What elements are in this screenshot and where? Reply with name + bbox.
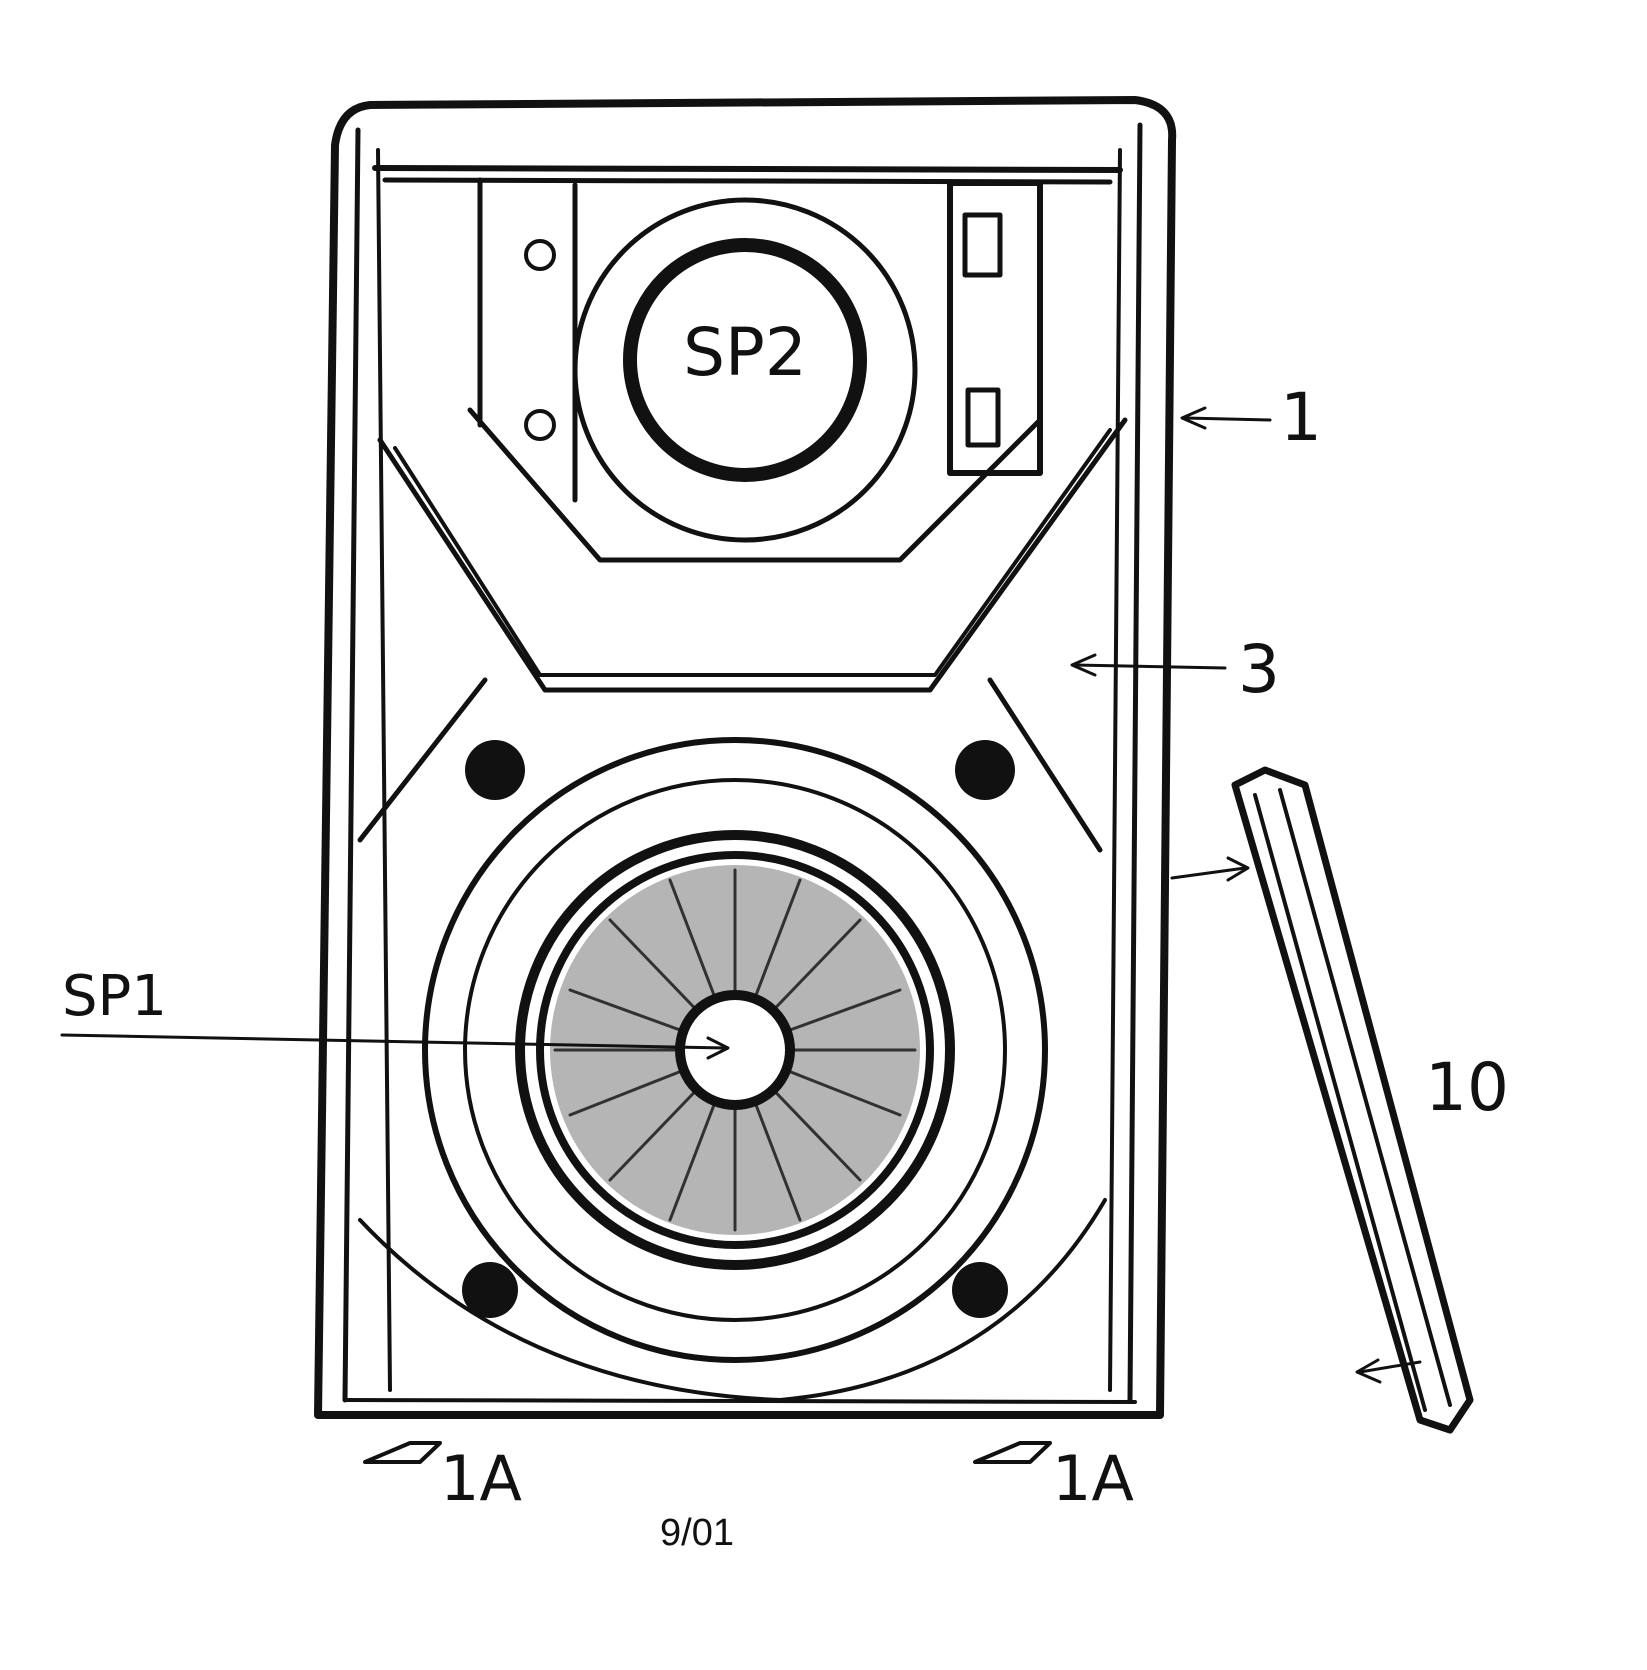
sp1-label: SP1 — [62, 964, 167, 1029]
foot-right: 1A — [973, 1441, 1134, 1515]
woofer-plate — [357, 677, 1107, 1402]
ref-1-label: 1 — [1280, 379, 1322, 456]
ref-3-label: 3 — [1238, 631, 1280, 708]
mount-hole-top-left — [465, 740, 525, 800]
ref-10-label: 10 — [1425, 1049, 1509, 1126]
grille — [1231, 766, 1474, 1434]
tweeter-screw-top — [524, 239, 556, 271]
tweeter-screw-bottom — [524, 409, 556, 441]
tweeter-surround — [572, 197, 918, 543]
tweeter-dome — [623, 238, 867, 482]
ref-arrows — [1070, 406, 1422, 1384]
mount-hole-bottom-right — [952, 1262, 1008, 1318]
tweeter-bracket — [947, 180, 1043, 476]
mount-hole-bottom-left — [462, 1262, 518, 1318]
tweeter-assembly: SP2 — [477, 177, 1043, 543]
sp1-callout: SP1 — [60, 964, 730, 1060]
foot-left-label: 1A — [440, 1442, 522, 1515]
foot-left: 1A — [363, 1441, 522, 1515]
mount-hole-top-right — [955, 740, 1015, 800]
woofer-assembly — [422, 737, 1048, 1363]
sp2-label: SP2 — [683, 314, 807, 391]
cabinet — [314, 96, 1177, 1419]
page-number: 9/01 — [660, 1512, 734, 1554]
foot-right-label: 1A — [1052, 1442, 1134, 1515]
dust-cap — [675, 990, 795, 1110]
